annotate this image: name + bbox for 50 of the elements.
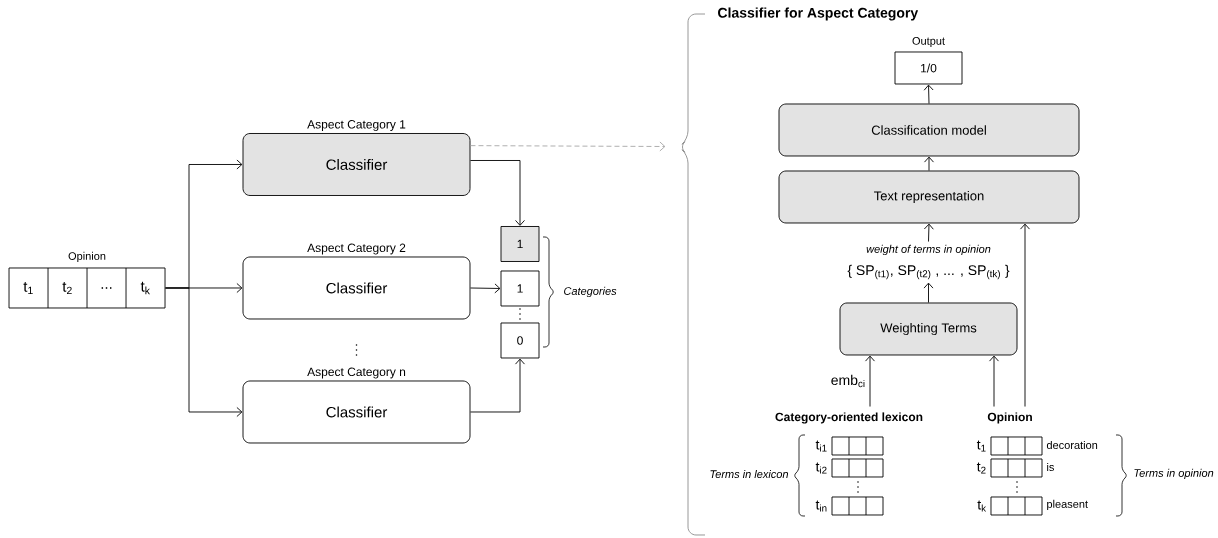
arrow (923, 84, 934, 104)
box-heading: Aspect Category 2 (307, 243, 406, 255)
process-box: Classification model (778, 103, 1080, 157)
word-label: pleasent (1047, 499, 1088, 511)
arrow (470, 358, 525, 413)
process-box: Text representation (778, 170, 1080, 224)
arrow (470, 160, 525, 226)
arrow (989, 355, 999, 407)
brace-label: Terms in lexicon (710, 469, 789, 479)
bracket (681, 13, 706, 536)
arrow (165, 287, 243, 417)
arrow (924, 156, 934, 171)
token-label: t$_{1}$ (23, 282, 33, 294)
weight-set: { SP$_{(t1)}$, SP$_{(t2)}$ , ... , SP$_{(tk)}$ } (847, 264, 1010, 280)
term-label: t$_{1}$ (976, 440, 986, 452)
token-label: ... (101, 287, 112, 289)
classifier-box: Classifier (242, 256, 471, 320)
arrow (923, 282, 934, 303)
group-heading: Opinion (987, 412, 1032, 424)
sequence-heading: Opinion (68, 251, 106, 263)
term-label: t$_{2}$ (976, 462, 986, 474)
process-box: Weighting Terms (839, 302, 1018, 356)
brace-label: Terms in opinion (1134, 468, 1214, 480)
term-label: t$_{in}$ (815, 500, 827, 512)
output-box: 1 (500, 270, 540, 307)
term-label: t$_{i2}$ (815, 462, 827, 474)
arrow (923, 223, 934, 242)
term-label: t$_{i1}$ (815, 440, 827, 452)
caption-text: weight of terms in opinion (866, 244, 991, 256)
panel-title: Classifier for Aspect Category (718, 7, 919, 21)
word-label: decoration (1046, 440, 1098, 450)
output-box: 1/0 (894, 51, 963, 85)
term-label: t$_{k}$ (977, 500, 987, 512)
output-box: 1 (500, 226, 540, 262)
arrow (470, 141, 666, 152)
output-box: 0 (500, 322, 540, 359)
arrow (1020, 223, 1030, 407)
box-heading: Output (912, 37, 945, 47)
arrow (470, 283, 501, 294)
token-label: t$_{2}$ (62, 281, 72, 295)
box-heading: Aspect Category n (307, 367, 406, 379)
arrow (865, 355, 875, 407)
box-heading: Aspect Category 1 (307, 120, 406, 131)
classifier-box: Classifier (242, 133, 471, 196)
token-label: t$_{k}$ (140, 281, 150, 295)
edge-label: emb$_{ci}$ (829, 373, 867, 389)
group-heading: Category-oriented lexicon (775, 412, 923, 424)
classifier-box: Classifier (242, 380, 471, 444)
word-label: is (1047, 462, 1054, 472)
brace-label: Categories (564, 286, 617, 298)
